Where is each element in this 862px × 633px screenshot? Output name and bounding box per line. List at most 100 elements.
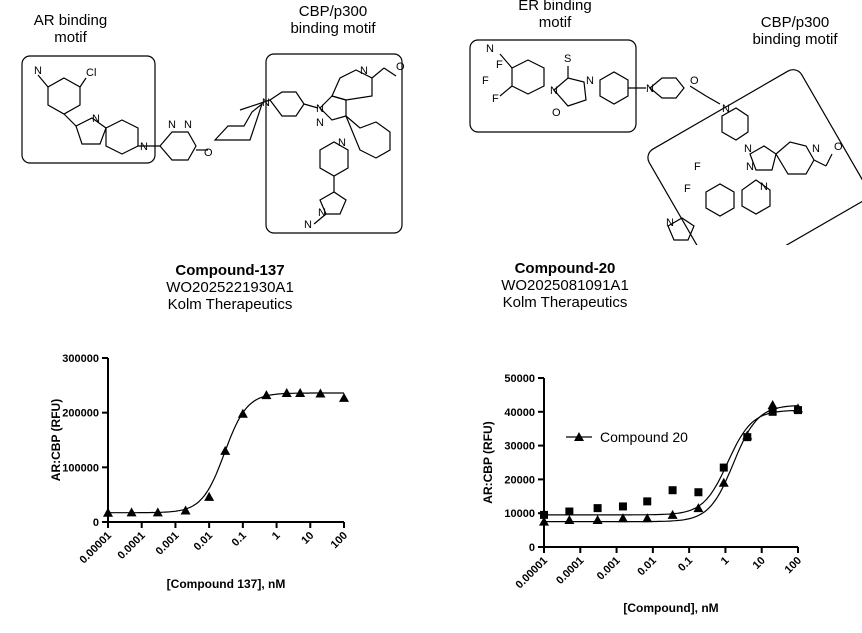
- y-tick-label: 40000: [504, 407, 535, 419]
- svg-text:S: S: [564, 53, 571, 65]
- svg-text:N: N: [140, 141, 148, 153]
- x-tick-label: 1: [719, 555, 732, 568]
- svg-text:N: N: [304, 219, 312, 231]
- x-tick-label: 0.01: [192, 530, 216, 554]
- svg-text:F: F: [496, 59, 503, 71]
- y-axis-label: AR:CBP (RFU): [49, 399, 63, 481]
- data-point: [643, 497, 652, 506]
- svg-text:O: O: [834, 141, 843, 153]
- svg-text:Cl: Cl: [86, 67, 96, 79]
- svg-text:O: O: [204, 147, 213, 159]
- x-tick-label: 0.01: [635, 555, 659, 579]
- svg-text:O: O: [552, 107, 561, 119]
- x-tick-label: 10: [299, 530, 316, 547]
- data-point: [103, 507, 113, 517]
- y-tick-label: 100000: [62, 462, 99, 474]
- data-point: [694, 488, 703, 497]
- svg-text:N: N: [338, 137, 346, 149]
- svg-text:N: N: [760, 181, 768, 193]
- compound-137-caption: Compound-137 WO2025221930A1 Kolm Therape…: [120, 262, 340, 313]
- svg-text:N: N: [646, 83, 654, 95]
- data-point: [592, 514, 603, 524]
- x-tick-label: 0.001: [154, 530, 182, 558]
- x-tick-label: 1: [270, 530, 283, 543]
- data-point: [642, 513, 653, 523]
- x-tick-label: 0.00001: [514, 555, 551, 592]
- data-point: [564, 514, 575, 524]
- x-tick-label: 0.1: [230, 530, 249, 549]
- x-tick-label: 0.0001: [116, 530, 148, 562]
- data-point: [126, 507, 137, 517]
- x-tick-label: 10: [751, 555, 768, 572]
- data-point: [767, 400, 778, 410]
- data-point: [719, 463, 728, 472]
- data-point: [618, 502, 627, 511]
- compound-137-patent: WO2025221930A1: [166, 279, 294, 296]
- svg-text:F: F: [482, 75, 489, 87]
- structure-compound-20: NF FF NS NO NO NN NN ON FF N: [469, 39, 862, 245]
- compound-20-caption: Compound-20 WO2025081091A1 Kolm Therapeu…: [455, 260, 675, 311]
- x-tick-label: 0.0001: [554, 555, 586, 587]
- svg-text:N: N: [746, 161, 754, 173]
- data-point: [565, 507, 574, 516]
- y-tick-label: 300000: [62, 353, 99, 365]
- svg-text:N: N: [666, 217, 674, 229]
- fit-curve: [544, 405, 799, 523]
- data-point: [152, 507, 163, 517]
- data-point: [668, 486, 677, 495]
- data-point: [718, 477, 729, 487]
- svg-text:N: N: [812, 143, 820, 155]
- svg-text:N: N: [316, 103, 324, 115]
- data-point: [693, 503, 704, 513]
- svg-text:O: O: [690, 75, 699, 87]
- y-tick-label: 0: [529, 542, 535, 554]
- svg-text:N: N: [316, 117, 324, 129]
- svg-text:N: N: [262, 97, 270, 109]
- x-tick-label: 0.1: [676, 555, 695, 574]
- svg-text:F: F: [694, 161, 701, 173]
- data-point: [593, 504, 602, 513]
- svg-text:N: N: [722, 103, 730, 115]
- er-motif-box: [469, 39, 637, 133]
- data-point: [180, 505, 191, 515]
- data-point: [339, 392, 349, 402]
- data-point: [768, 407, 777, 416]
- x-tick-label: 100: [783, 555, 804, 576]
- svg-text:N: N: [168, 119, 176, 131]
- svg-text:F: F: [492, 93, 499, 105]
- y-tick-label: 200000: [62, 408, 99, 420]
- data-point: [667, 509, 678, 519]
- y-axis-label: AR:CBP (RFU): [481, 421, 495, 503]
- compound-137-company: Kolm Therapeutics: [167, 296, 293, 313]
- compound-137-name: Compound-137: [175, 262, 285, 279]
- ar-motif-box: [21, 55, 156, 164]
- svg-text:N: N: [744, 143, 752, 155]
- data-point: [295, 387, 306, 397]
- legend-marker: [574, 432, 584, 441]
- legend-label: Compound 20: [600, 429, 688, 445]
- svg-text:N: N: [318, 207, 326, 219]
- data-point: [743, 433, 752, 442]
- fit-curve: [544, 409, 799, 516]
- data-point: [261, 390, 272, 400]
- cbp-motif-box-right: [647, 69, 862, 245]
- compound-20-name: Compound-20: [514, 260, 616, 277]
- svg-text:N: N: [34, 65, 42, 77]
- data-point: [220, 445, 231, 455]
- data-point: [281, 387, 292, 397]
- cbp-motif-box-left: [265, 53, 403, 234]
- data-point: [540, 510, 548, 519]
- x-axis-label: [Compound 137], nM: [167, 577, 286, 591]
- y-tick-label: 20000: [504, 474, 535, 486]
- data-point: [204, 491, 215, 501]
- data-point: [794, 406, 802, 415]
- svg-text:N: N: [486, 43, 494, 55]
- x-tick-label: 0.00001: [78, 530, 115, 567]
- y-tick-label: 30000: [504, 441, 535, 453]
